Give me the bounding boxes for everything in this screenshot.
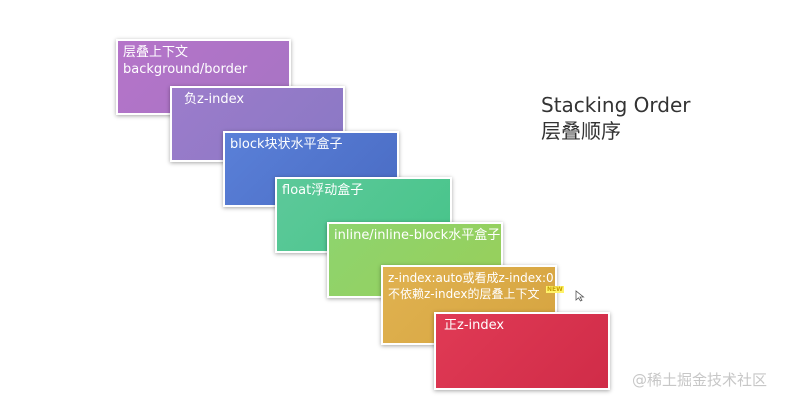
layer-label-line: 正z-index xyxy=(444,318,505,333)
layer-positive-z-index: 正z-index xyxy=(434,312,610,390)
title-chinese: 层叠顺序 xyxy=(541,119,621,143)
layer-label-line: float浮动盒子 xyxy=(282,183,364,198)
diagram-title: Stacking Order 层叠顺序 xyxy=(541,92,691,144)
watermark: @稀土掘金技术社区 xyxy=(632,371,768,389)
layer-label-line: inline/inline-block水平盒子 xyxy=(334,228,501,243)
layer-label-line: block块状水平盒子 xyxy=(230,137,343,152)
layer-label-line: background/border xyxy=(123,62,248,77)
cursor-icon xyxy=(575,290,585,302)
title-english: Stacking Order xyxy=(541,93,691,117)
layer-label-line: 负z-index xyxy=(184,92,245,107)
layer-label-line: 不依赖z-index的层叠上下文 xyxy=(388,287,540,301)
layer-label-line: z-index:auto或看成z-index:0 xyxy=(388,271,554,285)
new-badge: NEW xyxy=(546,286,564,293)
layer-label-line: 层叠上下文 xyxy=(123,45,189,60)
layer-negative-z-index: 负z-index xyxy=(170,86,345,162)
